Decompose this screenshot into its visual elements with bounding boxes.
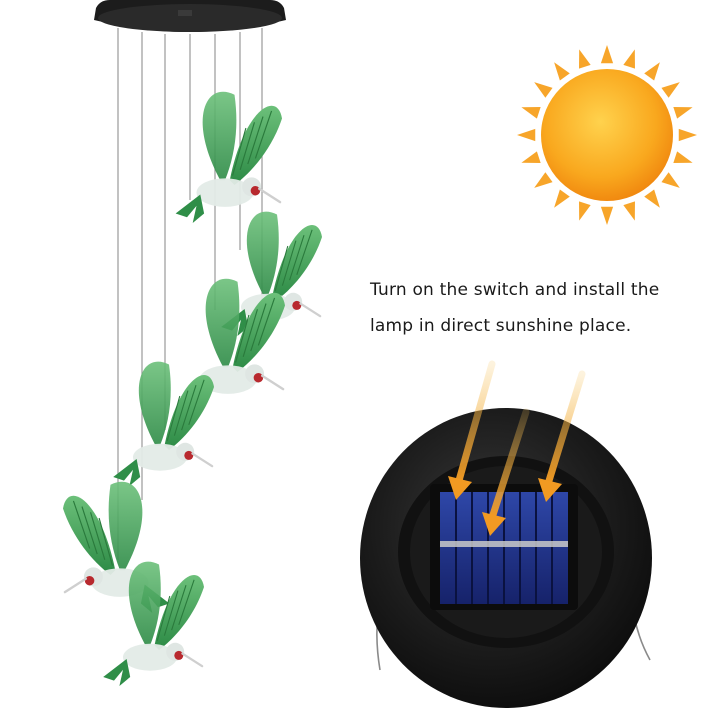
instruction-line-1: Turn on the switch and install the xyxy=(370,280,660,300)
hummingbird xyxy=(103,561,204,686)
hummingbird-wind-chime xyxy=(62,0,322,686)
hummingbird xyxy=(178,278,285,410)
hummingbird xyxy=(113,361,214,486)
instruction-line-2: lamp in direct sunshine place. xyxy=(370,316,632,336)
solar-panel xyxy=(360,360,652,708)
sun-icon xyxy=(517,45,697,225)
solar-cell-grid xyxy=(455,492,553,604)
sunlight-arrows xyxy=(448,360,586,536)
hummingbird xyxy=(175,91,282,223)
sun-rays xyxy=(517,45,697,225)
hanging-strings xyxy=(117,28,263,560)
